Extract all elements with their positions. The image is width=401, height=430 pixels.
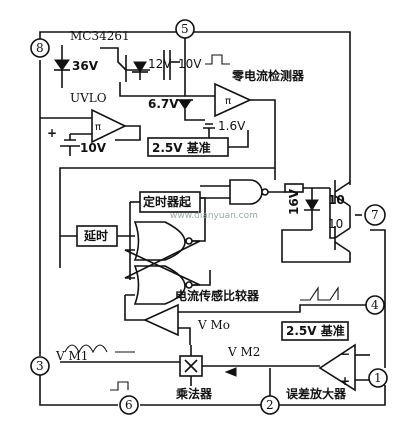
error-ref-box [281,321,349,341]
label-mosfet-10b: 10 [328,217,343,231]
label-zero-current-detector: 零电流检测器 [231,68,305,83]
label-36v: 36V [72,59,99,73]
zener-12v [133,61,147,73]
label-error-amp: 误差放大器 [286,386,347,401]
label-current-sense: 电流传感比较器 [175,288,260,303]
pin-8 [30,38,50,58]
label-10v-top: 10V [178,57,202,71]
label-delay: 延时 [83,228,108,243]
label-minus-ea: − [340,347,350,361]
latch-bubble-upper [185,237,193,245]
label-multiplier: 乘法器 [175,386,213,401]
label-10v-uvlo: 10V [80,141,107,155]
label-vm2: V M2 [227,345,260,359]
label-uvlo: UVLO [70,91,107,105]
pin-1 [368,368,388,388]
latch-gate-lower [133,265,186,305]
zener-36v [54,59,70,71]
zener-16v [305,199,319,211]
rectified-waveform [64,344,108,354]
watermark: www.dianyuan.com [170,211,258,221]
label-reference: 2.5V 基准 [152,140,211,155]
transistor-upper [334,180,351,207]
and-gate-bubble [261,188,269,196]
pin-8-label: 8 [36,41,44,55]
pin-5-label: 5 [181,22,189,36]
latch-gate-upper [133,221,186,261]
zero-current-comparator [214,82,252,118]
ramp-waveform [300,286,339,301]
label-16v-zener: 16V [287,188,301,215]
label-zcd-opamp: π [225,96,231,107]
pin-1-label: 1 [374,371,382,385]
source-16v [203,123,215,138]
multiplier-x [184,359,198,373]
pulse-symbol-top [205,54,230,65]
label-67v: 6.7V [148,97,179,111]
pin-2 [260,395,280,415]
arrow-multiplier [224,367,237,377]
and-gate [229,179,263,205]
label-plus-uvlo: + [47,126,57,140]
pin-4-label: 4 [371,298,379,312]
pulse-waveform-pin6 [110,381,129,391]
label-mosfet-10: 10 [328,193,345,207]
latch-cross [124,240,201,286]
label-16v-small: 1.6V [218,119,246,133]
error-amplifier [318,343,356,392]
wire-right-rail [370,229,386,368]
pin-6 [119,395,139,415]
pin-7 [364,204,386,226]
label-plus-ea: + [340,374,350,388]
label-timer: 定时器起 [143,194,192,209]
pin-5 [175,19,195,39]
wire-top-rail [39,31,351,185]
wire-12v [100,47,127,71]
pin-3 [30,356,50,376]
zener-67v [178,99,192,110]
label-vm1: V M1 [55,349,88,363]
label-error-ref: 2.5V 基准 [286,323,345,338]
wire-bottom-rail-2 [140,385,386,406]
pin-3-label: 3 [36,359,44,373]
pin-4 [365,295,385,315]
uvlo-comparator [91,108,127,144]
pin-6-label: 6 [125,398,133,412]
pin-7-label: 7 [371,208,379,222]
wire-bottom-rail [39,375,118,406]
label-uvlo-opamp: π [95,122,101,133]
pin-2-label: 2 [266,398,274,412]
chip-label: MC34261 [70,29,130,43]
current-sense-comparator [143,303,179,337]
cap-10v [163,50,171,80]
label-vmo: V Mo [197,318,230,332]
label-12v: 12V [148,57,172,71]
wire-67v [119,82,185,97]
latch-bubble-lower [185,281,193,289]
battery-10v [60,139,80,156]
